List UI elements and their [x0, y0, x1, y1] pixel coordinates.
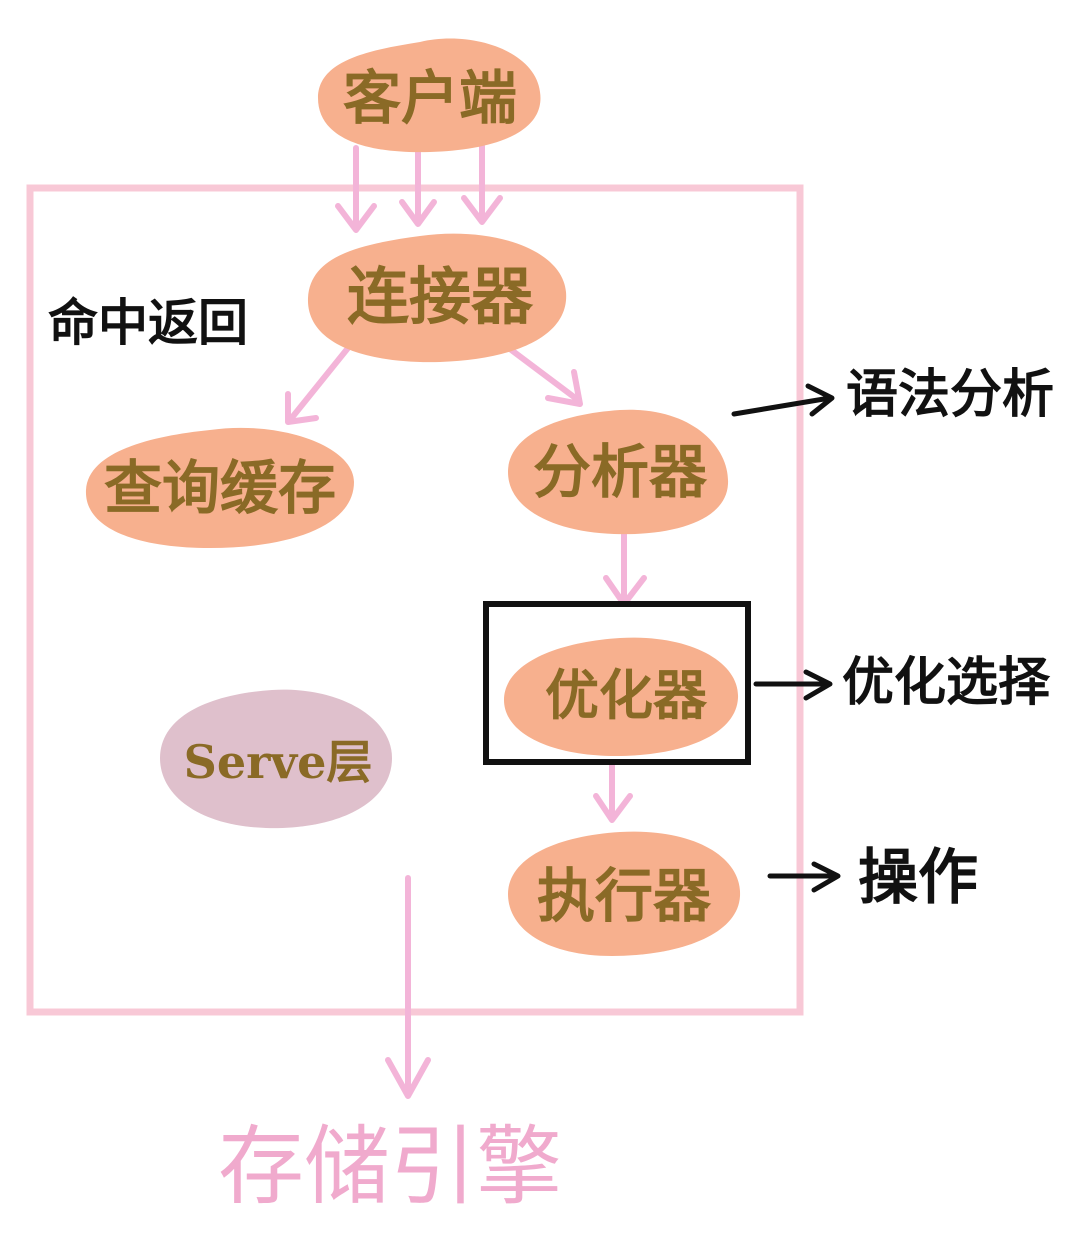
connector-node [307, 233, 567, 363]
analyzer-node [508, 409, 729, 535]
optimization-arrow [753, 669, 833, 701]
optimizer-node [504, 637, 739, 756]
syntax-arrow [731, 383, 835, 417]
client-to-connector-arrows [335, 143, 503, 233]
query-cache-node [85, 427, 354, 548]
arrow-line [287, 345, 351, 423]
arrow-head [399, 199, 437, 227]
arrow-head [805, 383, 835, 417]
to-storage-arrow [385, 875, 431, 1099]
connector-to-cache-arrow [285, 345, 351, 425]
server-layer-node [160, 689, 392, 829]
arrow-line [731, 395, 833, 417]
storage-engine-label: 存储引擎 [218, 1117, 562, 1217]
arrow-head [285, 391, 319, 425]
analyzer-to-optimizer-arrow [603, 531, 647, 607]
executor-label: 执行器 [537, 862, 712, 930]
server-layer-label: Serve层 [184, 735, 373, 789]
operation-arrow [767, 861, 841, 893]
arrow-head [593, 793, 633, 823]
cache-hit-return-label: 命中返回 [48, 294, 248, 352]
syntax-analysis-label: 语法分析 [846, 365, 1054, 425]
arrow-head [545, 369, 583, 407]
connector-label: 连接器 [347, 260, 534, 333]
client-label: 客户端 [343, 64, 517, 132]
query-cache-label: 查询缓存 [104, 454, 336, 522]
analyzer-label: 分析器 [533, 438, 708, 506]
client-node [318, 38, 541, 153]
executor-node [508, 831, 741, 956]
arrow-head [385, 1057, 431, 1099]
arrow-head [811, 861, 841, 893]
arrow-head [803, 669, 833, 701]
arrow-head [335, 203, 377, 233]
optimization-choice-label: 优化选择 [842, 653, 1051, 713]
optimizer-label: 优化器 [545, 663, 708, 727]
arrow-line [503, 343, 581, 403]
optimizer-to-executor-arrow [593, 761, 633, 823]
operation-label: 操作 [858, 843, 978, 913]
arrow-head [461, 195, 503, 225]
connector-to-analyzer-arrow [503, 343, 583, 407]
optimizer-highlight-box [483, 601, 751, 765]
